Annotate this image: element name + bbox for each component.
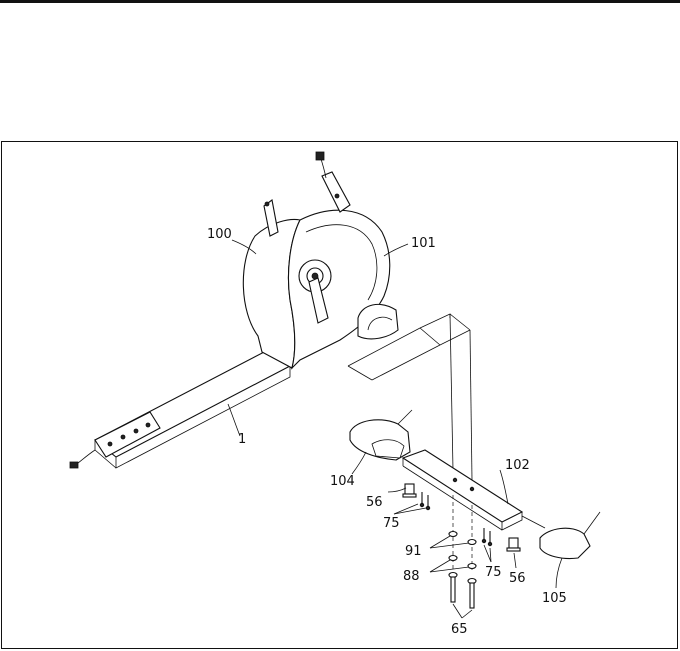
label-part-100: 100 xyxy=(207,227,232,242)
frame-rail xyxy=(69,349,292,469)
label-part-105: 105 xyxy=(542,591,567,606)
label-part-65: 65 xyxy=(451,622,468,637)
label-part-1: 1 xyxy=(238,432,246,447)
washers-91 xyxy=(448,530,477,546)
label-part-56-left: 56 xyxy=(366,495,383,510)
leveler-left xyxy=(402,483,417,498)
label-part-101: 101 xyxy=(411,236,436,251)
label-part-104: 104 xyxy=(330,474,355,489)
right-end-cap xyxy=(539,511,601,560)
label-part-56-right: 56 xyxy=(509,571,526,586)
label-part-88: 88 xyxy=(403,569,420,584)
washers-88 xyxy=(448,554,477,570)
label-part-91: 91 xyxy=(405,544,422,559)
bolts-65 xyxy=(448,571,477,609)
screws-75-right xyxy=(481,528,493,547)
leveler-right xyxy=(506,537,521,552)
screws-75-left xyxy=(419,492,431,511)
diagram-frame xyxy=(1,141,678,649)
label-part-102: 102 xyxy=(505,458,530,473)
label-part-75-right: 75 xyxy=(485,565,502,580)
label-part-75-left: 75 xyxy=(383,516,400,531)
right-shield xyxy=(263,151,399,370)
left-end-cap xyxy=(349,409,413,461)
page-header-rule xyxy=(0,0,680,3)
rear-stabilizer xyxy=(401,449,546,531)
leader-lines xyxy=(227,239,563,619)
